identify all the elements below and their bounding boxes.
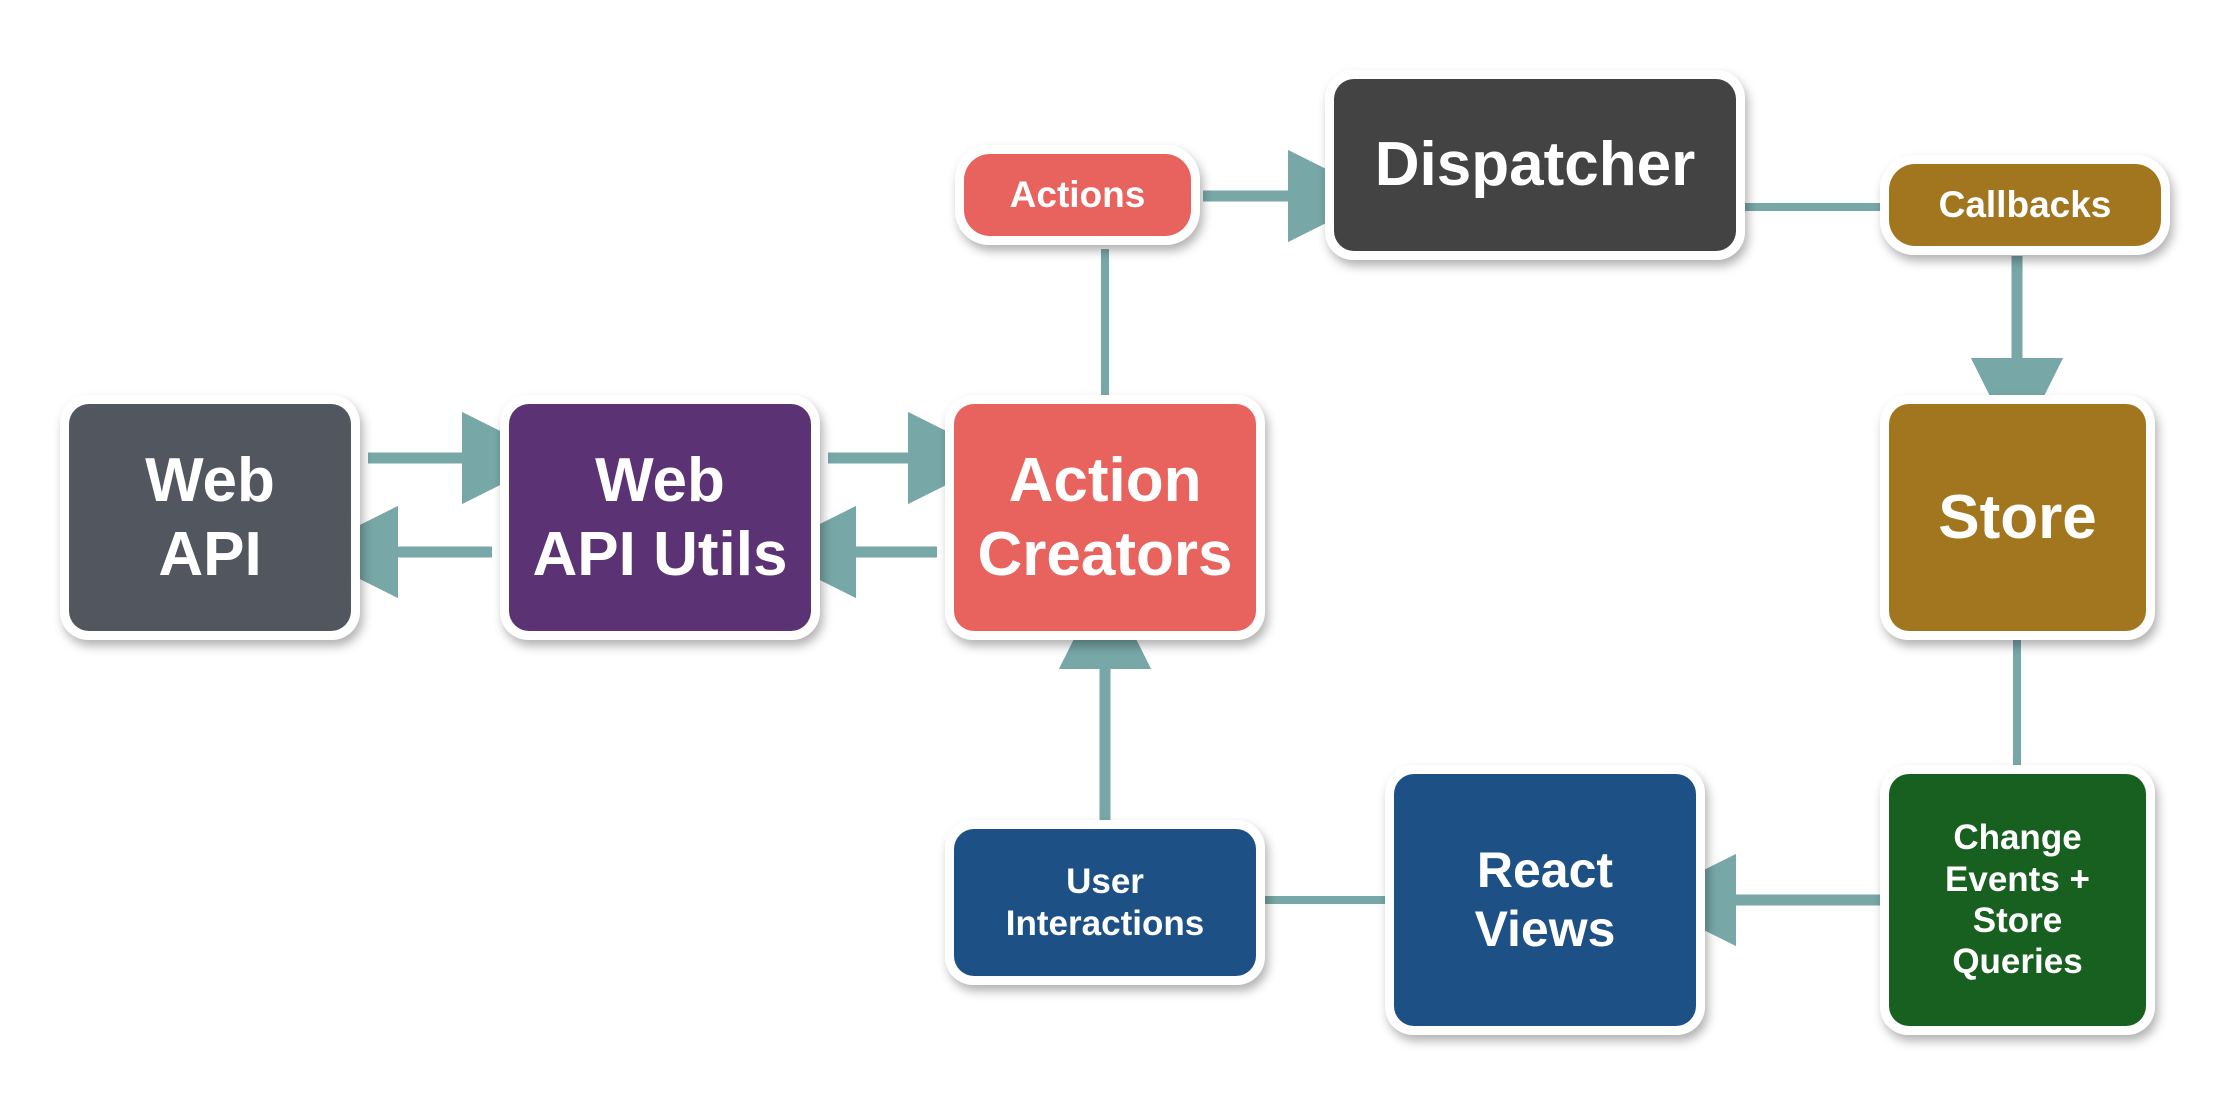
node-action-creators-label: Action Creators — [977, 446, 1233, 589]
node-react-views-label: React Views — [1474, 842, 1616, 957]
node-action-creators[interactable]: Action Creators — [945, 395, 1265, 640]
node-web-api-utils[interactable]: Web API Utils — [500, 395, 820, 640]
node-store[interactable]: Store — [1880, 395, 2155, 640]
node-dispatcher[interactable]: Dispatcher — [1325, 70, 1745, 260]
node-web-api-utils-label: Web API Utils — [532, 446, 788, 589]
node-react-views[interactable]: React Views — [1385, 765, 1705, 1035]
node-web-api[interactable]: Web API — [60, 395, 360, 640]
node-user-interactions-fill: User Interactions — [954, 829, 1256, 976]
node-store-fill: Store — [1889, 404, 2146, 631]
node-user-interactions[interactable]: User Interactions — [945, 820, 1265, 985]
node-actions-fill: Actions — [964, 154, 1191, 236]
node-actions[interactable]: Actions — [955, 145, 1200, 245]
node-change-events[interactable]: Change Events + Store Queries — [1880, 765, 2155, 1035]
node-callbacks-fill: Callbacks — [1889, 164, 2161, 246]
node-actions-label: Actions — [1009, 174, 1146, 216]
node-callbacks[interactable]: Callbacks — [1880, 155, 2170, 255]
node-web-api-fill: Web API — [69, 404, 351, 631]
node-change-events-fill: Change Events + Store Queries — [1889, 774, 2146, 1026]
node-web-api-label: Web API — [145, 446, 275, 589]
node-user-interactions-label: User Interactions — [1005, 862, 1205, 943]
node-change-events-label: Change Events + Store Queries — [1945, 818, 2090, 982]
node-dispatcher-fill: Dispatcher — [1334, 79, 1736, 251]
node-action-creators-fill: Action Creators — [954, 404, 1256, 631]
node-callbacks-label: Callbacks — [1938, 184, 2112, 226]
node-store-label: Store — [1938, 482, 2097, 552]
node-react-views-fill: React Views — [1394, 774, 1696, 1026]
node-web-api-utils-fill: Web API Utils — [509, 404, 811, 631]
node-dispatcher-label: Dispatcher — [1374, 130, 1696, 200]
